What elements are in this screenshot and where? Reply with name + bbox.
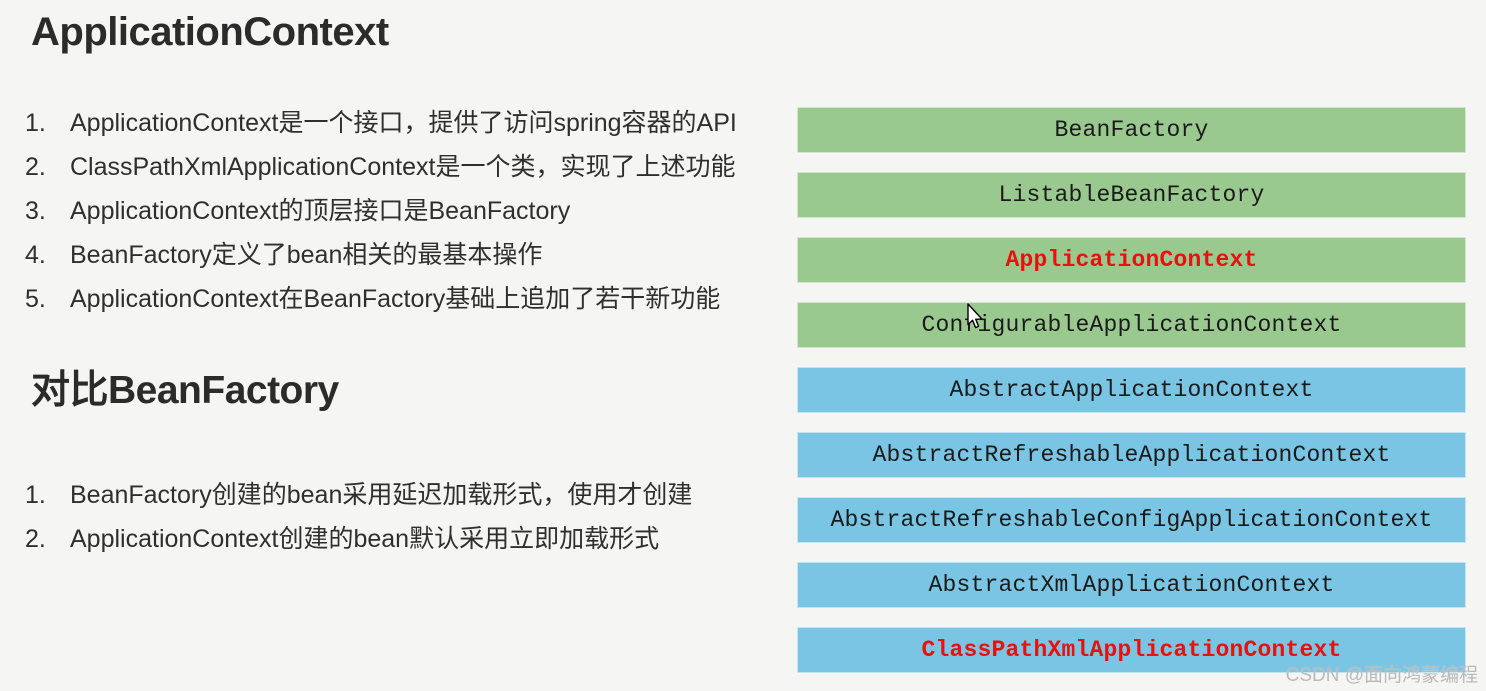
list-item-number: 1. xyxy=(25,109,46,137)
list-item-number: 3. xyxy=(25,197,46,225)
hierarchy-box-abstractxmlapplicationcontext: AbstractXmlApplicationContext xyxy=(797,562,1466,608)
hierarchy-box-label: BeanFactory xyxy=(1054,117,1209,143)
list-item-text: ApplicationContext的顶层接口是BeanFactory xyxy=(70,197,571,225)
left-content-column: ApplicationContext 1. ApplicationContext… xyxy=(25,10,737,553)
list-item-text: ApplicationContext是一个接口，提供了访问spring容器的AP… xyxy=(70,109,737,137)
hierarchy-box-abstractrefreshableconfigapplicationcontext: AbstractRefreshableConfigApplicationCont… xyxy=(797,497,1466,543)
hierarchy-box-classpathxmlapplicationcontext: ClassPathXmlApplicationContext xyxy=(797,627,1466,673)
hierarchy-box-label: ConfigurableApplicationContext xyxy=(921,312,1342,338)
list-item-number: 2. xyxy=(25,525,46,553)
hierarchy-box-label: ListableBeanFactory xyxy=(998,182,1265,208)
list-item-text: ClassPathXmlApplicationContext是一个类，实现了上述… xyxy=(70,153,736,181)
page-title: ApplicationContext xyxy=(31,10,389,54)
list-item-text: ApplicationContext在BeanFactory基础上追加了若干新功… xyxy=(70,285,721,313)
hierarchy-box-listablebeanfactory: ListableBeanFactory xyxy=(797,172,1466,218)
hierarchy-box-configurableapplicationcontext: ConfigurableApplicationContext xyxy=(797,302,1466,348)
list-item-number: 5. xyxy=(25,285,46,313)
hierarchy-box-beanfactory: BeanFactory xyxy=(797,107,1466,153)
list-item-text: BeanFactory定义了bean相关的最基本操作 xyxy=(70,241,543,269)
hierarchy-box-label: AbstractXmlApplicationContext xyxy=(928,572,1335,598)
list-item-text: ApplicationContext创建的bean默认采用立即加载形式 xyxy=(70,525,660,553)
list-item-number: 4. xyxy=(25,241,46,269)
list-item-text: BeanFactory创建的bean采用延迟加载形式，使用才创建 xyxy=(70,481,693,509)
hierarchy-box-applicationcontext: ApplicationContext xyxy=(797,237,1466,283)
hierarchy-box-label: AbstractApplicationContext xyxy=(949,377,1314,403)
csdn-watermark: CSDN @面向鸿蒙编程 xyxy=(1285,665,1478,686)
hierarchy-box-abstractrefreshableapplicationcontext: AbstractRefreshableApplicationContext xyxy=(797,432,1466,478)
hierarchy-box-label: ClassPathXmlApplicationContext xyxy=(921,637,1342,663)
list-item-number: 2. xyxy=(25,153,46,181)
hierarchy-box-label: AbstractRefreshableConfigApplicationCont… xyxy=(830,507,1433,533)
hierarchy-box-abstractapplicationcontext: AbstractApplicationContext xyxy=(797,367,1466,413)
hierarchy-box-label: ApplicationContext xyxy=(1005,247,1258,273)
class-hierarchy-diagram: BeanFactory ListableBeanFactory Applicat… xyxy=(797,107,1466,673)
section-title-compare-beanfactory: 对比BeanFactory xyxy=(31,369,339,412)
list-item-number: 1. xyxy=(25,481,46,509)
hierarchy-box-label: AbstractRefreshableApplicationContext xyxy=(872,442,1391,468)
